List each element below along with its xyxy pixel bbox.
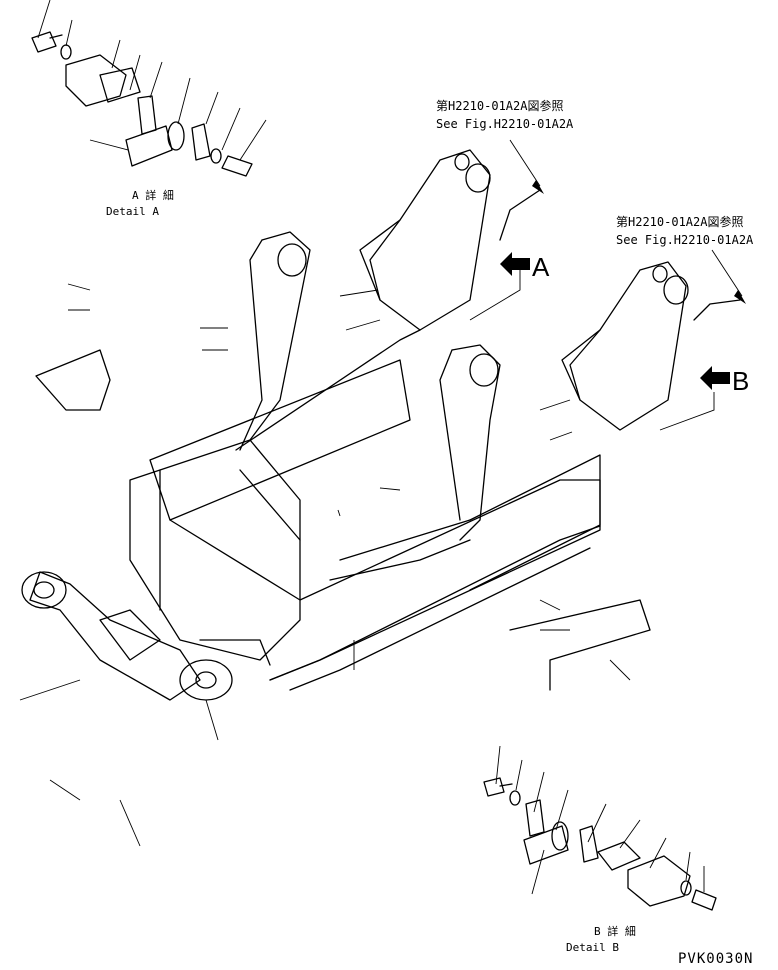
detail-b-illustration [483,745,717,911]
ref-b-leader [711,249,743,297]
ref-b-jp: 第H2210-01A2A図参照 [616,215,744,229]
ref-a-en: See Fig.H2210-01A2A [436,117,574,131]
marker-b: B [732,366,750,396]
arrow-a-icon [500,252,530,276]
ref-b-en: See Fig.H2210-01A2A [616,233,754,247]
detail-b-en: Detail B [566,941,619,954]
drawing-code: PVK0030N [678,951,754,967]
detail-b-jp: B 詳 細 [594,925,636,938]
detail-a-en: Detail A [106,205,159,218]
marker-a: A [532,252,550,282]
ref-a-jp: 第H2210-01A2A図参照 [436,99,564,113]
detail-a-jp: A 詳 細 [132,189,174,202]
callout-arrows [500,139,746,390]
arrow-b-icon [700,366,730,390]
detail-a-illustration [31,0,267,177]
frame-assembly [19,149,741,847]
ref-a-leader [509,139,541,187]
